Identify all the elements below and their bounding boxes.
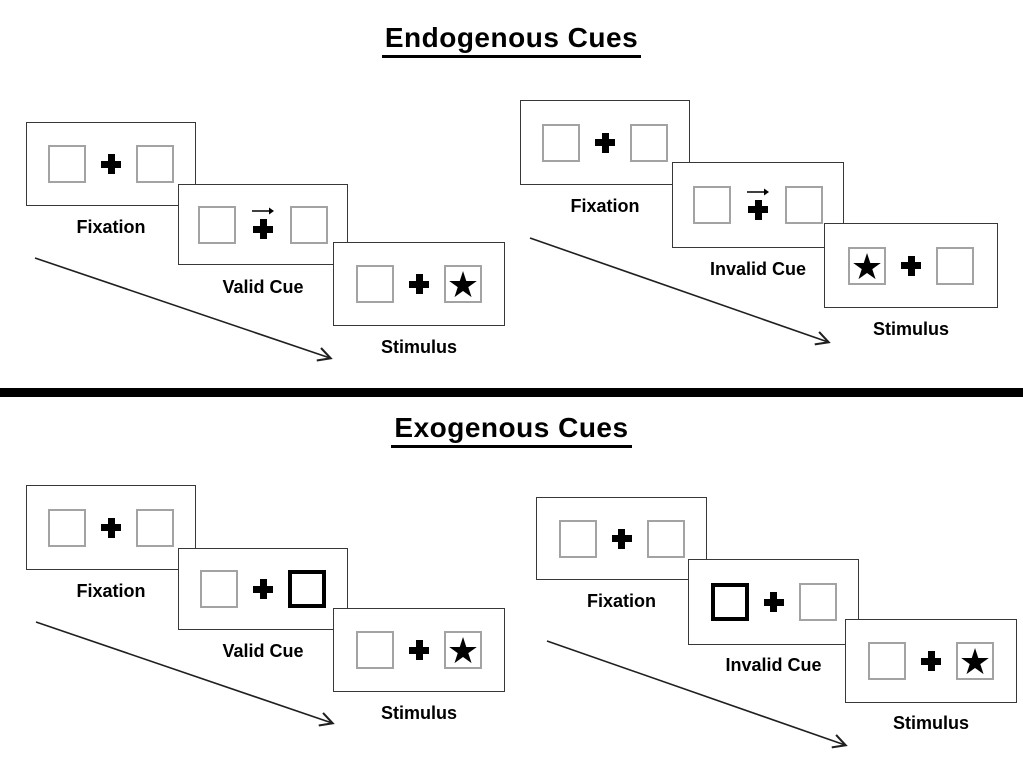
right-box	[646, 519, 685, 558]
panel-label: Fixation	[570, 196, 640, 216]
left-box	[48, 508, 86, 547]
left-box	[198, 205, 236, 244]
fixation-cross-icon	[409, 640, 429, 660]
fixation-panel	[520, 100, 690, 185]
star-target-icon: ★	[446, 630, 480, 671]
fixation-cross-icon	[409, 274, 429, 294]
panel-label: Fixation	[76, 581, 146, 601]
star-target-icon: ★	[958, 641, 992, 682]
endogenous-title-text: Endogenous Cues	[381, 22, 642, 58]
fixation-panel	[26, 122, 196, 206]
exogenous-section-title: Exogenous Cues	[0, 412, 1023, 448]
left-box-highlighted	[710, 583, 749, 621]
star-target-icon: ★	[850, 245, 884, 287]
fixation-cross-icon	[921, 651, 941, 671]
stimulus-panel: ★	[333, 608, 505, 692]
fixation-cross-icon	[101, 517, 121, 538]
panel-label: Fixation	[76, 217, 146, 237]
left-box	[356, 631, 394, 669]
central-cue	[251, 206, 275, 239]
left-box: ★	[848, 245, 886, 287]
right-box	[785, 186, 823, 224]
sequence-arrow-icon	[34, 257, 333, 362]
exogenous-title-text: Exogenous Cues	[391, 412, 632, 448]
panel-label: Valid Cue	[222, 641, 304, 661]
right-box	[290, 205, 328, 244]
valid-cue-panel	[178, 548, 348, 630]
right-box-highlighted	[288, 570, 326, 608]
panel-label: Fixation	[586, 591, 656, 611]
section-divider	[0, 388, 1023, 397]
fixation-panel	[536, 497, 707, 580]
sequence-arrow-icon	[35, 621, 335, 727]
panel-label: Valid Cue	[222, 277, 304, 297]
panel-label: Invalid Cue	[725, 655, 822, 675]
stimulus-panel: ★	[845, 619, 1017, 703]
fixation-cross-icon	[595, 132, 615, 153]
right-arrow-icon	[252, 207, 274, 215]
right-box: ★	[444, 631, 482, 669]
fixation-cross-icon	[253, 219, 273, 239]
left-box	[693, 186, 731, 224]
stimulus-panel: ★	[824, 223, 998, 308]
left-box	[48, 145, 86, 183]
fixation-cross-icon	[763, 592, 784, 612]
central-cue	[746, 187, 770, 220]
fixation-cross-icon	[901, 255, 921, 276]
right-box	[136, 145, 174, 183]
fixation-panel	[26, 485, 196, 570]
right-box	[936, 246, 974, 285]
valid-cue-panel	[178, 184, 348, 265]
right-box	[630, 123, 668, 162]
panel-label: Stimulus	[892, 713, 969, 733]
panel-label: Invalid Cue	[709, 259, 807, 279]
right-box	[136, 508, 174, 547]
fixation-cross-icon	[253, 579, 273, 599]
sequence-arrow-icon	[529, 237, 831, 346]
fixation-cross-icon	[611, 528, 632, 549]
panel-label: Stimulus	[872, 319, 949, 339]
right-box	[798, 583, 837, 621]
star-target-icon: ★	[446, 264, 480, 305]
invalid-cue-panel	[672, 162, 844, 248]
sequence-arrow-icon	[546, 640, 848, 749]
left-box	[558, 519, 597, 558]
fixation-cross-icon	[101, 154, 121, 174]
panel-label: Stimulus	[380, 337, 457, 357]
invalid-cue-panel	[688, 559, 859, 645]
right-box: ★	[444, 265, 482, 303]
left-box	[356, 265, 394, 303]
right-arrow-icon	[747, 188, 769, 195]
fixation-cross-icon	[748, 199, 768, 220]
left-box	[542, 123, 580, 162]
panel-label: Stimulus	[380, 703, 457, 723]
stimulus-panel: ★	[333, 242, 505, 326]
left-box	[868, 642, 906, 680]
endogenous-section-title: Endogenous Cues	[0, 22, 1023, 58]
right-box: ★	[956, 642, 994, 680]
left-box	[200, 570, 238, 608]
